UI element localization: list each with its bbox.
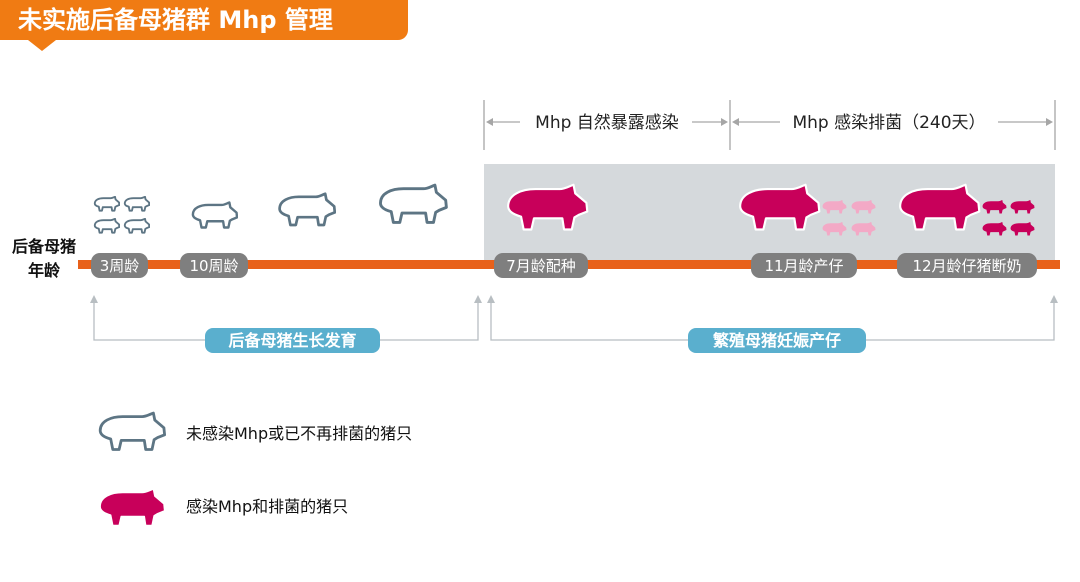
milestone-pill <box>180 253 248 278</box>
milestone-3wk: 3周龄 <box>91 253 148 278</box>
bottom-bracket-arrows <box>90 295 1058 303</box>
axis-label-line2: 年龄 <box>28 261 61 280</box>
piglet-group-3wk <box>93 196 150 234</box>
span-label-growth: 后备母猪生长发育 <box>228 331 356 350</box>
pig-outline-icon <box>278 192 336 227</box>
milestone-label: 10周龄 <box>189 257 238 275</box>
milestone-label: 3周龄 <box>100 257 140 275</box>
bottom-brackets <box>93 302 1055 341</box>
span-label-growth-bg <box>205 328 380 353</box>
pig-filled-icon <box>99 488 166 527</box>
pig-outline-icon <box>93 218 120 234</box>
top-span-label-exposure: Mhp 自然暴露感染 <box>535 113 679 133</box>
top-span-label-shedding: Mhp 感染排菌（240天） <box>792 113 985 133</box>
top-bracket <box>483 100 1056 150</box>
pig-stage-growth <box>191 183 448 229</box>
pig-outline-icon <box>191 201 238 229</box>
axis-label-line1: 后备母猪 <box>12 237 76 256</box>
milestone-label: 7月龄配种 <box>506 257 576 275</box>
milestone-11mo-farrowing: 11月龄产仔 <box>751 253 857 278</box>
milestone-label: 11月龄产仔 <box>764 257 843 275</box>
pig-outline-icon <box>98 411 166 451</box>
legend-label-infected: 感染Mhp和排菌的猪只 <box>186 497 348 516</box>
page-title: 未实施后备母猪群 Mhp 管理 <box>18 6 333 34</box>
milestone-pill <box>494 253 588 278</box>
milestone-pill <box>897 253 1037 278</box>
milestone-label: 12月龄仔猪断奶 <box>912 257 1021 275</box>
legend: 未感染Mhp或已不再排菌的猪只 感染Mhp和排菌的猪只 <box>98 411 412 527</box>
top-bracket-arrows <box>486 118 1053 126</box>
milestone-7mo-breeding: 7月龄配种 <box>494 253 588 278</box>
milestone-pill <box>91 253 148 278</box>
pig-outline-icon <box>93 196 120 212</box>
title-banner: 未实施后备母猪群 Mhp 管理 <box>0 0 420 60</box>
legend-label-uninfected: 未感染Mhp或已不再排菌的猪只 <box>186 424 412 443</box>
milestone-12mo-weaning: 12月龄仔猪断奶 <box>897 253 1037 278</box>
span-label-reproduction-bg <box>688 328 866 353</box>
banner-tail <box>28 40 56 51</box>
pig-outline-icon <box>123 196 150 212</box>
banner-background <box>0 0 408 40</box>
pig-outline-icon <box>123 218 150 234</box>
milestone-pill <box>751 253 857 278</box>
milestone-10wk: 10周龄 <box>180 253 248 278</box>
span-label-reproduction: 繁殖母猪妊娠产仔 <box>712 331 841 350</box>
pig-outline-icon <box>379 183 448 224</box>
